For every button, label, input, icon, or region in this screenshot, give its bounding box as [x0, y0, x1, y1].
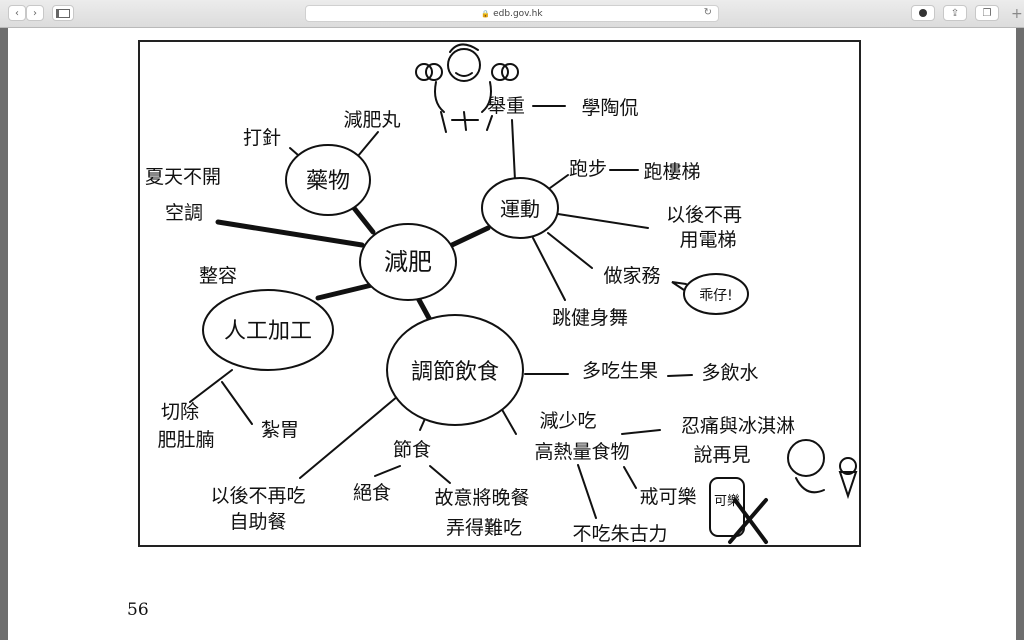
sidebar-icon — [56, 8, 70, 18]
diet-label: 調節飲食 — [411, 360, 499, 385]
node-text: 整容 — [199, 265, 237, 287]
node-text: 多吃生果 — [582, 360, 658, 382]
exercise-label: 運動 — [500, 197, 540, 221]
node-text: 說再見 — [693, 444, 750, 466]
node-text: 空調 — [165, 202, 203, 224]
node-exercise — [481, 177, 559, 239]
share-button[interactable]: ⇪ — [943, 5, 967, 21]
sidebar-button[interactable] — [52, 5, 74, 21]
node-text: 不吃朱古力 — [572, 523, 667, 545]
node-text: 忍痛與冰淇淋 — [681, 415, 795, 437]
node-text: 減少吃 — [539, 410, 596, 432]
node-text: 跳健身舞 — [552, 307, 628, 329]
back-button[interactable]: ‹ — [8, 5, 26, 21]
node-text: 戒可樂 — [639, 486, 696, 508]
document-page: 減肥 藥物 運動 人工加工 調節飲食 打針 減肥丸 夏天不開 空調 舉重 學陶侃… — [8, 28, 1016, 640]
tabs-icon: ❐ — [982, 7, 992, 19]
node-text: 多飲水 — [701, 362, 758, 384]
node-text: 跑樓梯 — [643, 161, 700, 183]
node-text: 用電梯 — [679, 229, 736, 251]
forward-button[interactable]: › — [26, 5, 44, 21]
node-text: 以後不再吃 — [210, 485, 305, 507]
node-text: 節食 — [393, 439, 431, 461]
node-text: 減肥丸 — [343, 109, 400, 131]
node-text: 紮胃 — [261, 419, 299, 441]
node-text: 切除 — [161, 401, 199, 423]
node-text: 弄得難吃 — [446, 517, 522, 539]
node-text: 做家務 — [603, 265, 660, 287]
node-surgery — [202, 289, 334, 371]
tabs-button[interactable]: ❐ — [975, 5, 999, 21]
bubble-text: 乖仔! — [699, 288, 733, 304]
medicine-label: 藥物 — [306, 169, 350, 194]
surgery-label: 人工加工 — [224, 319, 312, 344]
node-text: 高熱量食物 — [534, 441, 629, 463]
can-label: 可樂 — [714, 493, 740, 509]
page-number: 56 — [127, 600, 149, 620]
center-label: 減肥 — [384, 248, 432, 276]
node-text: 打針 — [243, 127, 281, 149]
node-text: 學陶侃 — [581, 97, 638, 119]
share-icon: ⇪ — [950, 7, 960, 19]
node-text: 舉重 — [487, 95, 525, 117]
browser-toolbar: ‹ › 🔒 edb.gov.hk ↻ ⇪ ❐ + — [0, 0, 1024, 28]
node-center — [359, 223, 457, 301]
node-text: 故意將晚餐 — [434, 487, 529, 509]
node-medicine — [285, 144, 371, 216]
node-text: 絕食 — [353, 482, 391, 504]
lock-icon: 🔒 — [481, 9, 491, 18]
node-text: 自助餐 — [229, 511, 286, 533]
reload-icon[interactable]: ↻ — [703, 7, 712, 18]
chevron-left-icon: ‹ — [15, 7, 19, 19]
mind-map-figure: 減肥 藥物 運動 人工加工 調節飲食 打針 減肥丸 夏天不開 空調 舉重 學陶侃… — [138, 40, 861, 547]
url-text: edb.gov.hk — [493, 8, 543, 19]
node-diet — [386, 314, 524, 426]
node-text: 跑步 — [569, 158, 607, 180]
download-icon — [919, 9, 927, 17]
node-text: 夏天不開 — [145, 166, 221, 188]
download-button[interactable] — [911, 5, 935, 21]
plus-icon[interactable]: + — [1011, 6, 1023, 22]
chevron-right-icon: › — [33, 7, 37, 19]
address-bar[interactable]: 🔒 edb.gov.hk ↻ — [305, 5, 719, 22]
node-text: 以後不再 — [666, 204, 742, 226]
node-text: 肥肚腩 — [157, 429, 214, 451]
